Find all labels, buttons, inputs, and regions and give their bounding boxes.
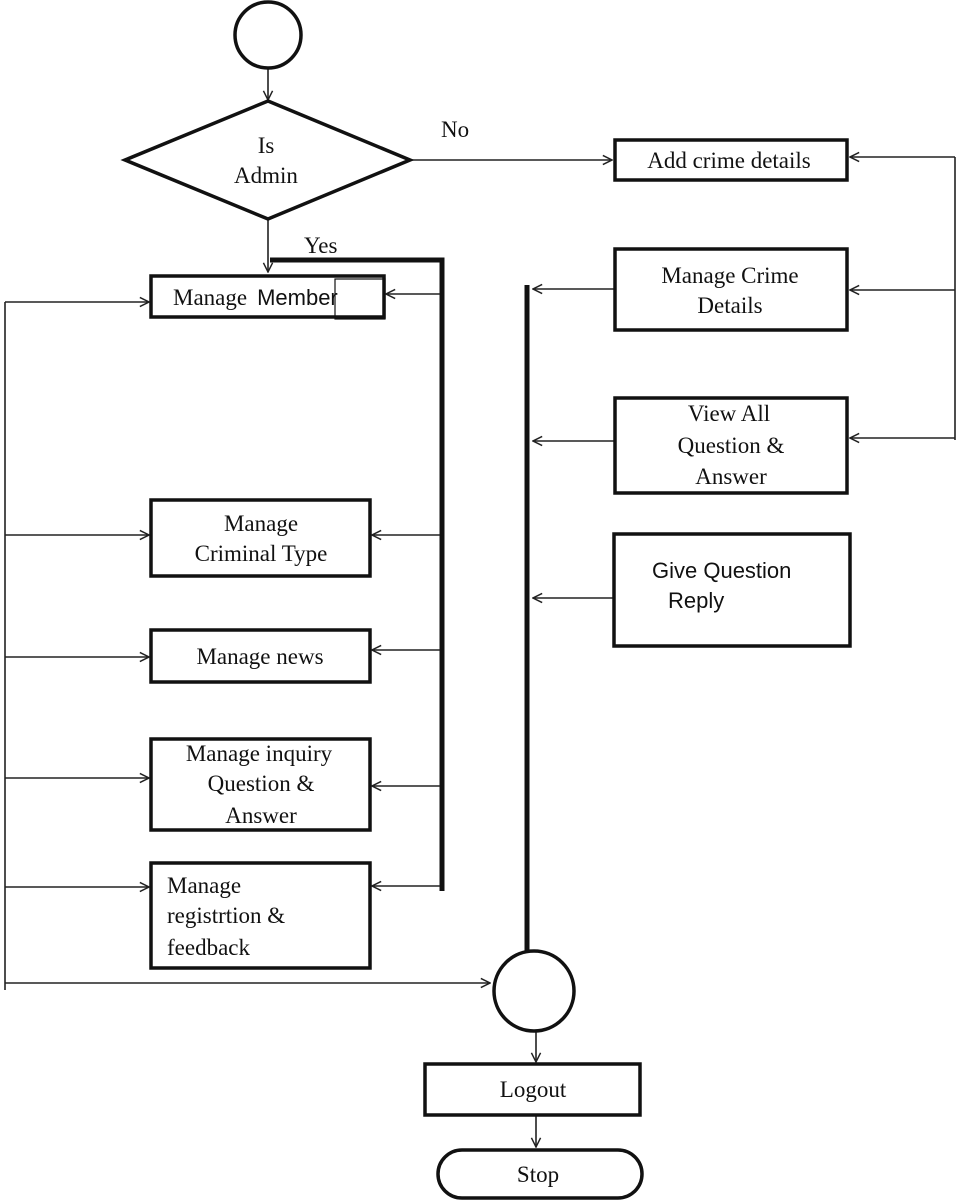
add-crime-details-box: Add crime details [613,138,849,182]
manage-inquiry-line1: Manage inquiry [186,741,333,766]
manage-news-box: Manage news [149,628,372,684]
connectors [4,62,956,1147]
manage-criminal-type-line1: Manage [224,511,298,536]
view-all-qa-box: View All Question & Answer [613,396,849,495]
admin-fork-bar [270,257,445,891]
decision-is-admin: Is Admin [120,99,415,221]
manage-crime-details-box: Manage Crime Details [613,247,849,332]
manage-registration-box: Manage registrtion & feedback [149,861,372,970]
manage-inquiry-box: Manage inquiry Question & Answer [149,737,372,832]
manage-crime-details-line2: Details [697,293,762,318]
decision-diamond [120,99,415,221]
edge-label-no: No [441,117,469,142]
manage-criminal-type-box: Manage Criminal Type [149,498,372,578]
give-question-reply-box: Give Question Reply [612,532,852,648]
manage-inquiry-line3: Answer [225,803,297,828]
manage-criminal-type-line2: Criminal Type [195,541,328,566]
merge-node [492,949,576,1033]
view-all-qa-line1: View All [688,401,770,426]
logout-label: Logout [500,1077,567,1102]
manage-registration-line3: feedback [167,935,250,960]
manage-member-box: Manage Member [149,274,386,320]
stop-label: Stop [517,1162,559,1187]
decision-line1: Is [258,133,275,158]
add-crime-details-label: Add crime details [647,148,811,173]
logout-box: Logout [423,1062,642,1117]
start-node [233,0,303,70]
view-all-qa-line3: Answer [695,464,767,489]
manage-member-label-a: Manage [173,285,247,310]
manage-registration-line1: Manage [167,873,241,898]
manage-news-label: Manage news [196,644,323,669]
stop-terminal: Stop [436,1148,644,1200]
manage-crime-details-line1: Manage Crime [661,263,798,288]
manage-member-label: Manage Member [173,285,338,310]
give-question-reply-line2: Reply [668,588,724,613]
manage-member-label-b: Member [257,285,338,310]
manage-member-inner-border [334,278,386,320]
view-all-qa-line2: Question & [678,433,785,458]
decision-line2: Admin [234,163,298,188]
edge-label-yes: Yes [304,233,338,258]
give-question-reply-line1: Give Question [652,558,791,583]
manage-inquiry-line2: Question & [208,771,315,796]
manage-registration-line2: registrtion & [167,903,285,928]
